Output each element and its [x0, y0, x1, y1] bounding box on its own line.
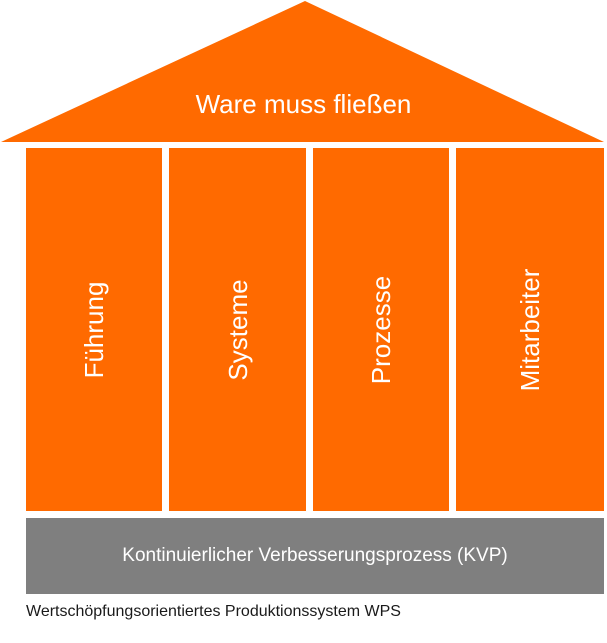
pillar-prozesse: Prozesse	[313, 148, 449, 511]
pillar-label-systeme: Systeme	[222, 278, 253, 381]
pillar-mitarbeiter: Mitarbeiter	[456, 148, 604, 511]
pillar-systeme: Systeme	[169, 148, 306, 511]
house-roof	[1, 1, 604, 142]
pillar-label-fuehrung: Führung	[79, 281, 109, 378]
pillar-label-prozesse: Prozesse	[366, 275, 396, 384]
diagram-caption: Wertschöpfungsorientiertes Produktionssy…	[26, 603, 401, 620]
roof-title: Ware muss fließen	[195, 89, 412, 119]
pillar-label-mitarbeiter: Mitarbeiter	[515, 268, 545, 391]
pillar-fuehrung: Führung	[26, 148, 162, 511]
house-foundation: Kontinuierlicher Verbesserungsprozess (K…	[26, 518, 604, 594]
foundation-label: Kontinuierlicher Verbesserungsprozess (K…	[122, 545, 508, 566]
roof-triangle	[1, 1, 604, 142]
